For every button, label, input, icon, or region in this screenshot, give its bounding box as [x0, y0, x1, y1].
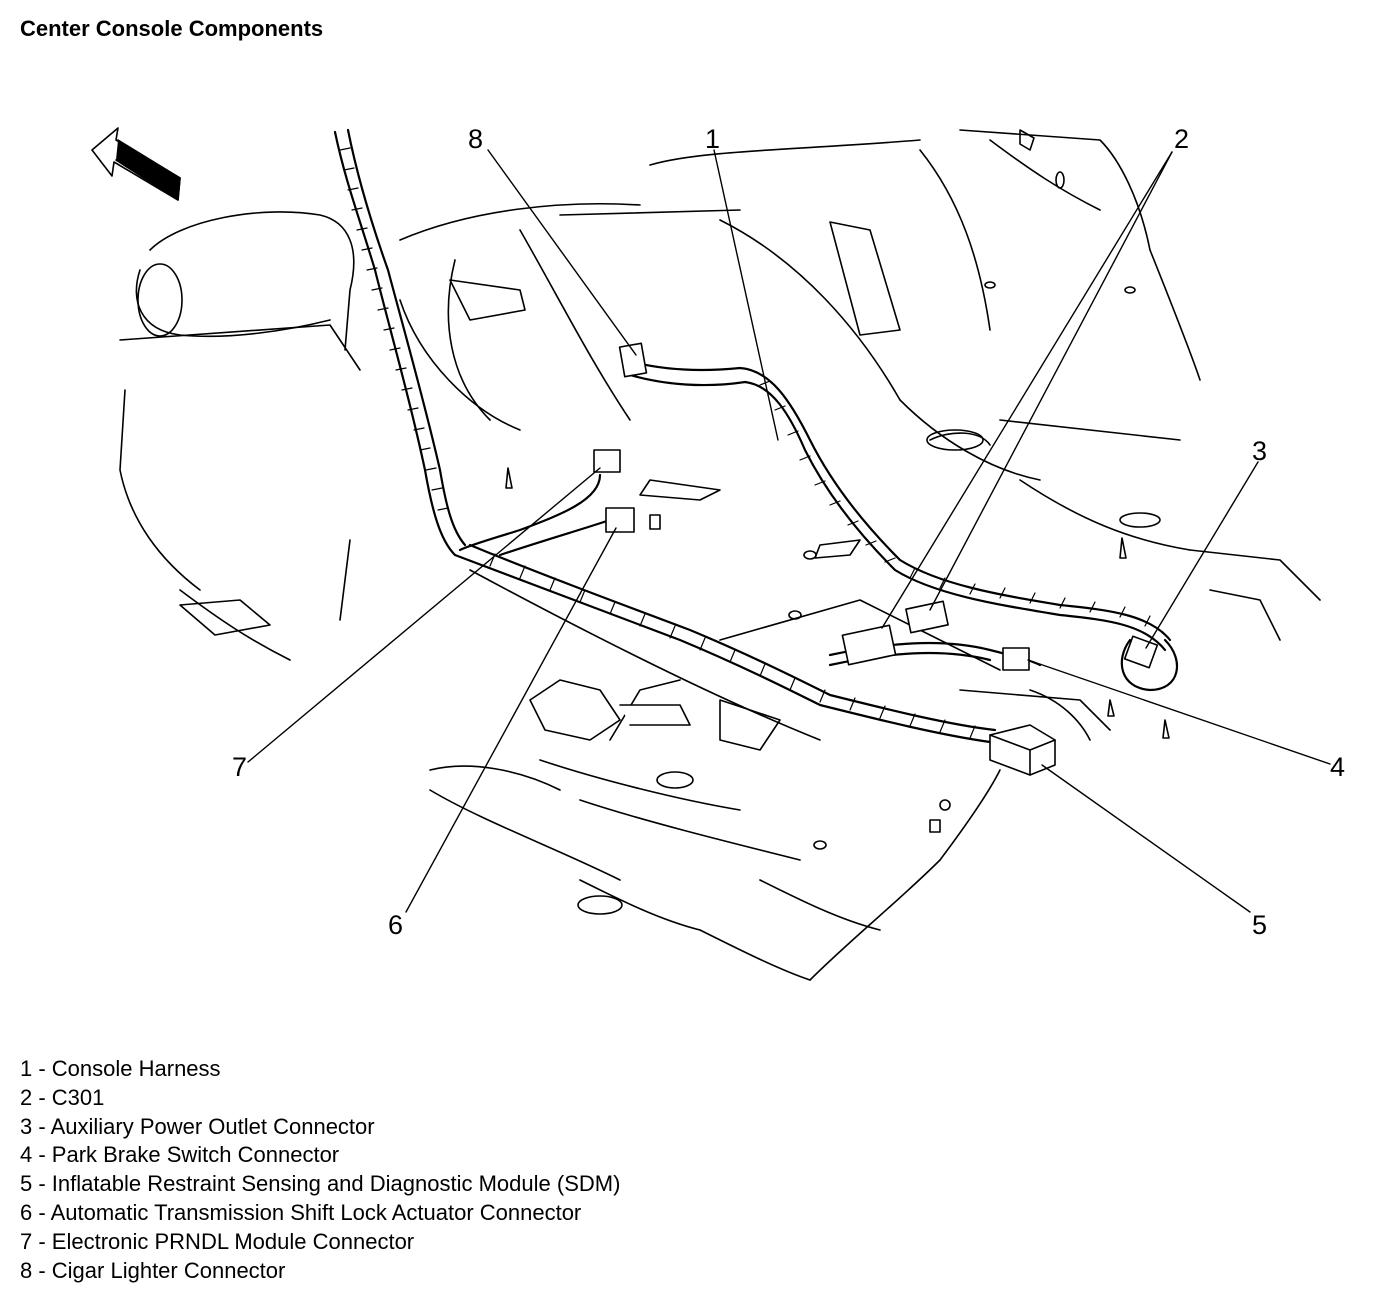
- shift-lock-actuator-connector: [605, 507, 635, 533]
- component-legend: 1 - Console Harness 2 - C301 3 - Auxilia…: [20, 1055, 620, 1285]
- legend-item: 3 - Auxiliary Power Outlet Connector: [20, 1113, 375, 1139]
- sdm-module: [989, 724, 1056, 776]
- legend-item: 8 - Cigar Lighter Connector: [20, 1257, 286, 1283]
- harness-wrap: [339, 147, 1151, 739]
- console-diagram: 1 2 3 4 5 6 7 8: [91, 124, 1345, 981]
- floor-holes: [137, 171, 1161, 915]
- bracket: [529, 679, 691, 741]
- legend-item: 2 - C301: [20, 1084, 105, 1110]
- callout-8: 8: [468, 124, 483, 154]
- callout-1: 1: [705, 124, 720, 154]
- legend-item: 4 - Park Brake Switch Connector: [20, 1142, 340, 1168]
- aux-power-outlet-connector: [1123, 635, 1159, 669]
- legend-item: 1 - Console Harness: [20, 1056, 221, 1081]
- callout-numbers: 1 2 3 4 5 6 7 8: [232, 124, 1345, 940]
- prndl-module-connector: [593, 449, 621, 473]
- leader-lines: [247, 149, 1331, 913]
- callout-5: 5: [1252, 910, 1267, 940]
- cigar-lighter-connector: [618, 342, 648, 378]
- front-direction-arrow-icon: [91, 127, 181, 201]
- fasteners: [505, 129, 1170, 833]
- legend-item: 7 - Electronic PRNDL Module Connector: [20, 1228, 415, 1254]
- legend-item: 6 - Automatic Transmission Shift Lock Ac…: [20, 1199, 582, 1225]
- diagram-title: Center Console Components: [20, 16, 324, 41]
- legend-item: 5 - Inflatable Restraint Sensing and Dia…: [20, 1171, 621, 1197]
- callout-7: 7: [232, 752, 247, 782]
- c301-connector-a: [841, 624, 897, 666]
- floor-pan-outline: [119, 129, 1321, 981]
- callout-6: 6: [388, 910, 403, 940]
- connectors: [529, 342, 1159, 776]
- callout-4: 4: [1330, 752, 1345, 782]
- callout-3: 3: [1252, 436, 1267, 466]
- park-brake-switch-connector: [1002, 647, 1030, 671]
- console-harness: [333, 128, 1179, 744]
- c301-connector-b: [905, 600, 949, 634]
- callout-2: 2: [1174, 124, 1189, 154]
